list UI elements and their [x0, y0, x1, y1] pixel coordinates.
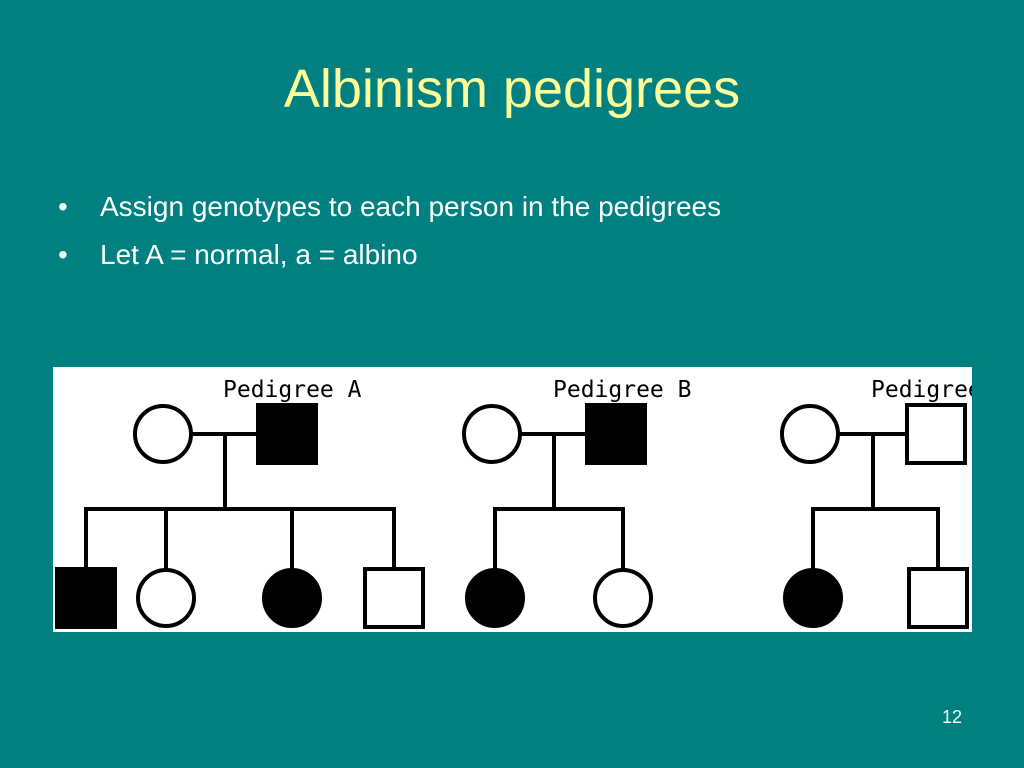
pedigree-figure: Pedigree A Pedigree B Pedigree C [53, 367, 972, 632]
child-male-square [907, 567, 969, 629]
parent-female-circle [462, 404, 522, 464]
parent-male-square [905, 403, 967, 465]
bullet-dot-icon: • [58, 191, 68, 222]
child-female-circle [262, 568, 322, 628]
bullet-list: • Assign genotypes to each person in the… [58, 190, 721, 286]
bullet-item: • Let A = normal, a = albino [58, 238, 721, 272]
pedigree-label: Pedigree A [223, 377, 362, 403]
pedigree-label: Pedigree C [871, 377, 972, 403]
child-male-square [55, 567, 117, 629]
bullet-text: Assign genotypes to each person in the p… [100, 191, 722, 222]
parent-female-circle [780, 404, 840, 464]
child-male-square [363, 567, 425, 629]
parent-female-circle [133, 404, 193, 464]
slide-title: Albinism pedigrees [283, 59, 741, 119]
child-female-circle [465, 568, 525, 628]
parent-male-square [585, 403, 647, 465]
bullet-text: Let A = normal, a = albino [100, 239, 418, 270]
bullet-item: • Assign genotypes to each person in the… [58, 190, 721, 224]
child-female-circle [783, 568, 843, 628]
child-female-circle [593, 568, 653, 628]
child-female-circle [136, 568, 196, 628]
bullet-dot-icon: • [58, 239, 68, 270]
pedigree-diagram: Pedigree A Pedigree B Pedigree C [55, 377, 972, 629]
page-number: 12 [941, 707, 962, 727]
pedigree-label: Pedigree B [553, 377, 691, 403]
parent-male-square [256, 403, 318, 465]
